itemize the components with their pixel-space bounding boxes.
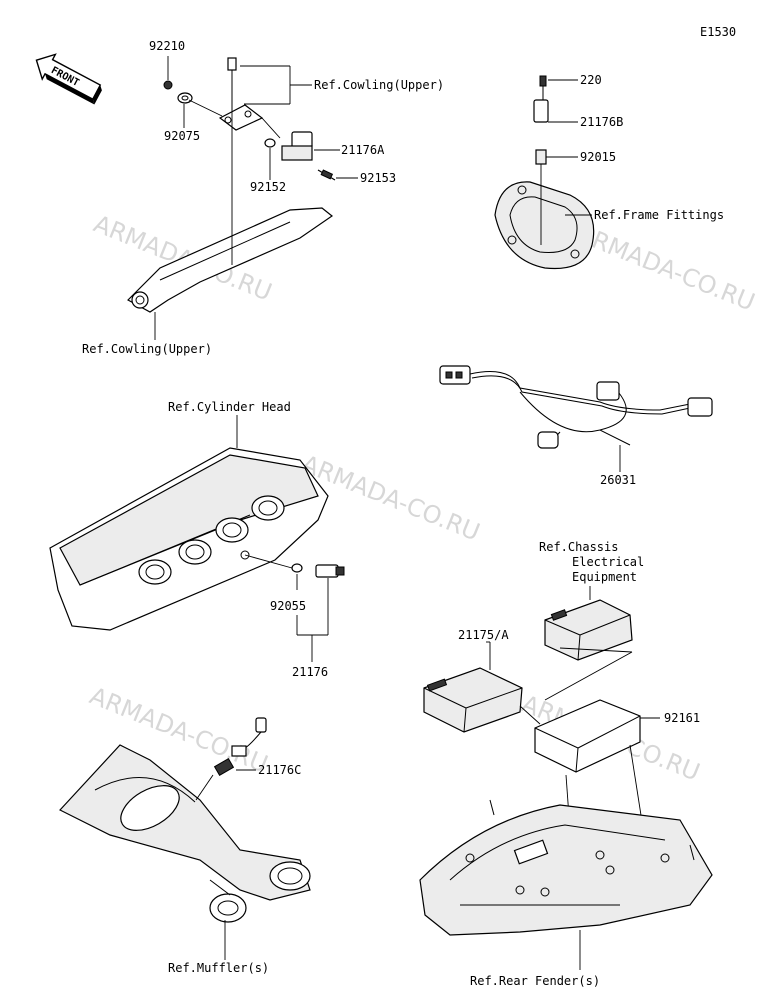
rear-fender — [419, 799, 713, 970]
part-92210: 92210 — [149, 39, 185, 53]
wire-harness — [439, 365, 713, 472]
part-21176A: 21176A — [341, 143, 385, 157]
part-92153: 92153 — [360, 171, 396, 185]
part-21176: 21176 — [292, 665, 328, 679]
frame-fitting-group — [494, 75, 595, 270]
part-21176C: 21176C — [258, 763, 301, 777]
part-92015: 92015 — [580, 150, 616, 164]
part-92152: 92152 — [250, 180, 286, 194]
front-arrow-icon: FRONT — [35, 53, 102, 105]
part-92075: 92075 — [164, 129, 200, 143]
ref-chassis-line2: Electrical — [572, 555, 644, 569]
ref-cowling-upper-bottom: Ref.Cowling(Upper) — [82, 342, 212, 356]
part-92055: 92055 — [270, 599, 306, 613]
part-220: 220 — [580, 73, 602, 87]
cylinder-head — [49, 415, 345, 662]
ref-frame-fittings: Ref.Frame Fittings — [594, 208, 724, 222]
ref-cowling-upper-top: Ref.Cowling(Upper) — [314, 78, 444, 92]
watermark: ARMADA-CO.RU — [573, 220, 759, 317]
diagram-code: E1530 — [700, 25, 736, 39]
muffler-group — [59, 717, 311, 960]
cowling-bracket-group — [127, 57, 358, 340]
ref-cylinder-head: Ref.Cylinder Head — [168, 400, 291, 414]
ref-rear-fender: Ref.Rear Fender(s) — [470, 974, 600, 988]
part-21176B: 21176B — [580, 115, 623, 129]
ref-chassis-line3: Equipment — [572, 570, 637, 584]
part-92161: 92161 — [664, 711, 700, 725]
ref-muffler: Ref.Muffler(s) — [168, 961, 269, 975]
ref-chassis-line1: Ref.Chassis — [539, 540, 618, 554]
part-21175A: 21175/A — [458, 628, 509, 642]
part-26031: 26031 — [600, 473, 636, 487]
ecu-group — [423, 586, 660, 901]
